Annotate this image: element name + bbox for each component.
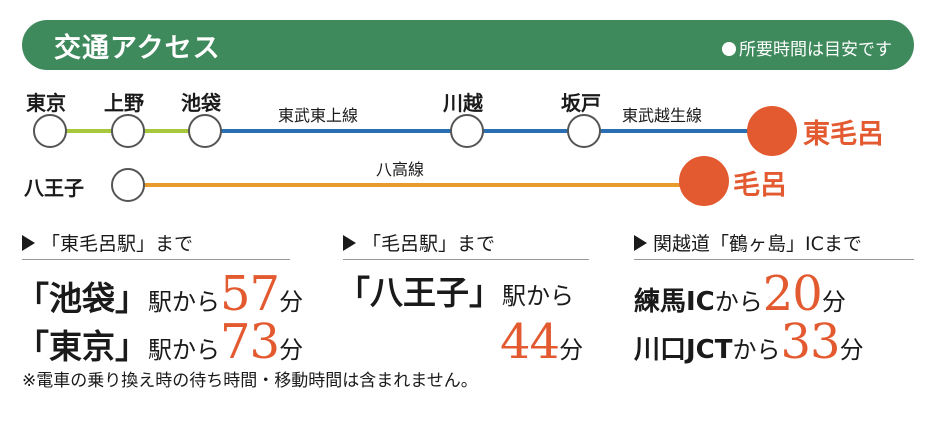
triangle-bullet-icon [22, 235, 35, 251]
section-heading-tsurugashima-ic: 関越道「鶴ヶ島」ICまで [634, 229, 914, 260]
station-label-sakado: 坂戸 [561, 91, 601, 115]
header-bar: 交通アクセス 所要時間は目安です [22, 20, 914, 70]
section-heading-higashi-moro: 「東毛呂駅」まで [22, 229, 290, 260]
triangle-bullet-icon [343, 235, 356, 251]
station-label-hachioji: 八王子 [24, 176, 84, 200]
triangle-bullet-icon [634, 235, 647, 251]
station-label-ikebukuro: 池袋 [181, 91, 221, 115]
station-marker-ikebukuro [188, 114, 222, 148]
page-title: 交通アクセス [54, 33, 221, 64]
section-heading-moro: 「毛呂駅」まで [343, 229, 589, 260]
station-marker-sakado [567, 114, 601, 148]
station-label-ueno: 上野 [104, 91, 144, 115]
station-marker-tokyo [33, 114, 67, 148]
time-row-nerima-ic: 練馬ICから20分 [634, 266, 846, 322]
station-label-kawagoe: 川越 [443, 91, 483, 115]
time-row-kawaguchi-jct: 川口JCTから33分 [634, 314, 864, 370]
bullet-icon [722, 42, 736, 56]
station-marker-higashi-moro [747, 106, 797, 156]
time-row-hachioji-minutes: 44分 [500, 314, 584, 370]
line-label-hachiko: 八高線 [376, 160, 425, 179]
time-row-hachioji: 「八王子」駅から [337, 273, 574, 312]
time-note: 所要時間は目安です [722, 35, 892, 60]
destination-higashi-moro: 東毛呂 [803, 119, 884, 150]
time-row-tokyo: 「東京」駅から73分 [16, 314, 304, 370]
station-label-tokyo: 東京 [26, 91, 66, 115]
station-marker-moro [679, 156, 729, 206]
destination-moro: 毛呂 [733, 170, 787, 201]
station-marker-kawagoe [450, 114, 484, 148]
footnote: ※電車の乗り換え時の待ち時間・移動時間は含まれません。 [22, 371, 478, 391]
line-label-ogose: 東武越生線 [622, 106, 703, 125]
line-label-tojo: 東武東上線 [278, 106, 359, 125]
time-note-text: 所要時間は目安です [739, 40, 892, 60]
time-row-ikebukuro: 「池袋」駅から57分 [16, 266, 304, 322]
station-marker-ueno [111, 114, 145, 148]
station-marker-hachioji [111, 168, 145, 202]
